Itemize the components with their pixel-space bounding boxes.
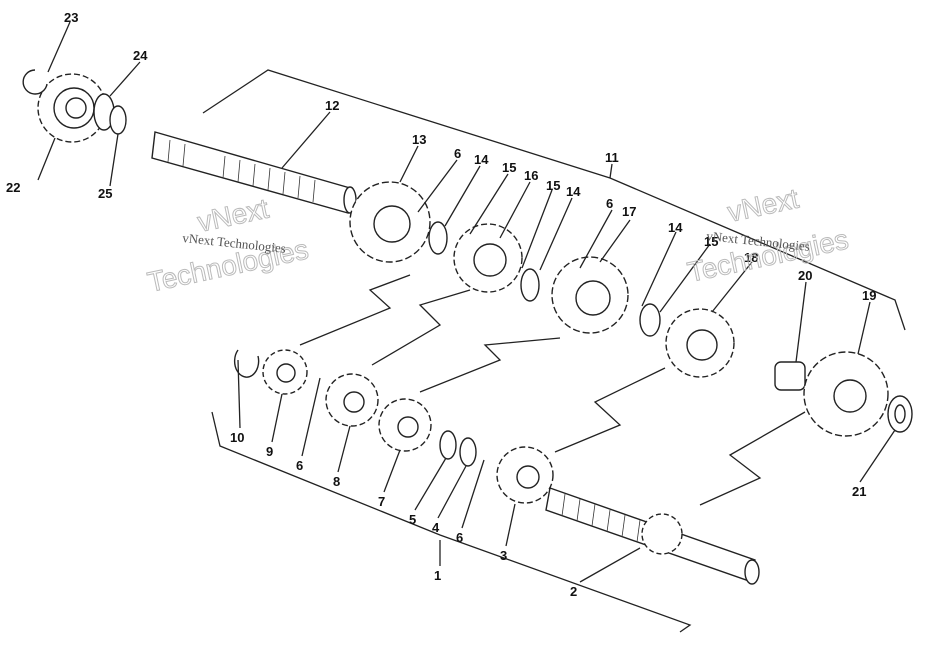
callout-5: 5 [409, 512, 416, 527]
callout-6-bottom-a: 6 [296, 458, 303, 473]
o-ring-25 [109, 105, 127, 135]
callout-2: 2 [570, 584, 577, 599]
output-shaft [151, 131, 357, 214]
leader-lines [37, 21, 896, 583]
callout-25: 25 [98, 186, 112, 201]
callout-labels: 23 24 22 25 12 13 6 14 15 16 15 14 11 6 … [6, 10, 876, 599]
callout-15-a: 15 [502, 160, 516, 175]
callout-14-b: 14 [566, 184, 581, 199]
engagement-arrows [299, 274, 806, 506]
callout-15-c: 15 [704, 234, 718, 249]
washer-14b [639, 303, 661, 337]
gear-18 [665, 308, 735, 378]
callout-8: 8 [333, 474, 340, 489]
callout-12: 12 [325, 98, 339, 113]
callout-1: 1 [434, 568, 441, 583]
watermark-big-3: vNext [725, 183, 802, 228]
circlip-4 [459, 437, 477, 467]
washer-5 [439, 430, 457, 460]
front-sprocket [37, 73, 107, 143]
callout-23: 23 [64, 10, 78, 25]
gear-19 [803, 351, 889, 437]
circlip-23 [22, 69, 48, 95]
callout-19: 19 [862, 288, 876, 303]
gear-9 [262, 349, 308, 395]
washer-15 [520, 268, 540, 302]
callout-6-bottom-b: 6 [456, 530, 463, 545]
callout-20: 20 [798, 268, 812, 283]
callout-22: 22 [6, 180, 20, 195]
callout-16: 16 [524, 168, 538, 183]
callout-4: 4 [432, 520, 440, 535]
thrust-washer-21 [887, 395, 913, 433]
callout-21: 21 [852, 484, 866, 499]
needle-bearing-20 [774, 361, 806, 391]
callout-6-top-a: 6 [454, 146, 461, 161]
callout-6-top-b: 6 [606, 196, 613, 211]
callout-24: 24 [133, 48, 148, 63]
gear-7 [378, 398, 432, 452]
watermark-big-1: vNext [195, 193, 272, 238]
callout-18: 18 [744, 250, 758, 265]
gear-8 [325, 373, 379, 427]
callout-17: 17 [622, 204, 636, 219]
callout-15-b: 15 [546, 178, 560, 193]
callout-11: 11 [605, 150, 619, 165]
gear-3 [496, 446, 554, 504]
callout-14-a: 14 [474, 152, 489, 167]
callout-10: 10 [230, 430, 244, 445]
gear-17 [551, 256, 629, 334]
callout-14-c: 14 [668, 220, 683, 235]
group-bracket-bottom [211, 411, 692, 633]
callout-7: 7 [378, 494, 385, 509]
gear-16 [453, 223, 523, 293]
circlip-10 [233, 349, 260, 378]
callout-3: 3 [500, 548, 507, 563]
washer-14a [428, 221, 448, 255]
gear-13 [349, 181, 431, 263]
input-shaft [545, 487, 760, 585]
callout-13: 13 [412, 132, 426, 147]
callout-9: 9 [266, 444, 273, 459]
